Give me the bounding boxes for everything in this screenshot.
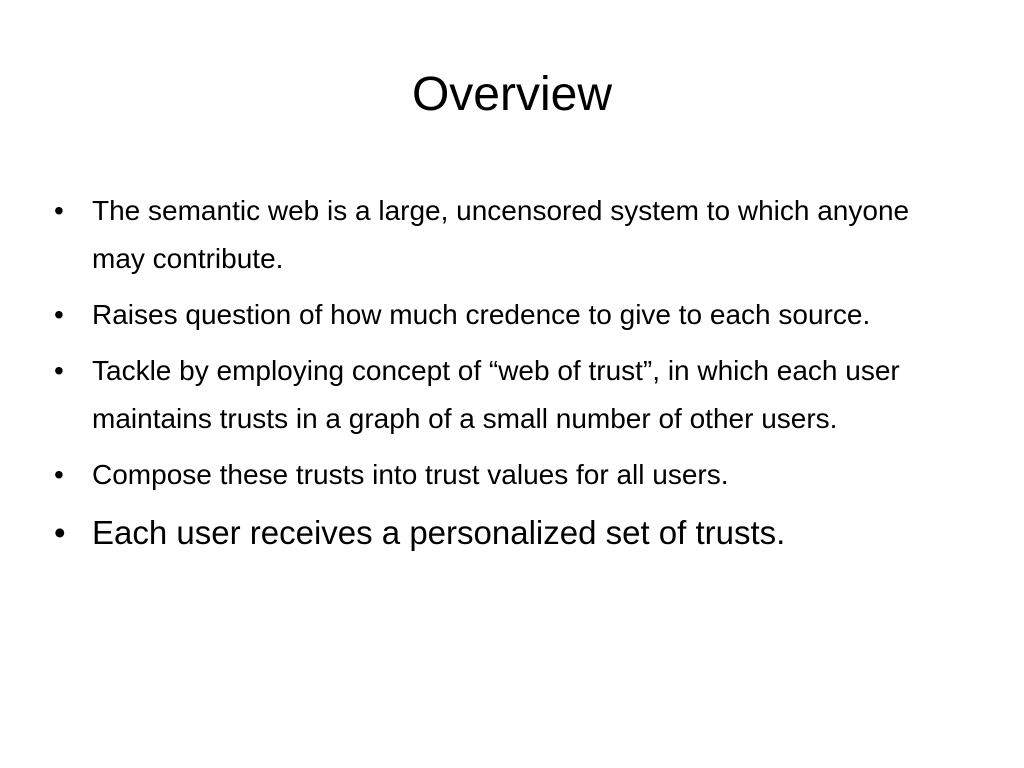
- bullet-icon: •: [54, 459, 64, 490]
- bullet-text: Tackle by employing concept of “web of t…: [92, 355, 900, 434]
- bullet-item: • Compose these trusts into trust values…: [54, 451, 954, 499]
- bullet-text: Raises question of how much credence to …: [92, 299, 871, 330]
- bullet-text: Each user receives a personalized set of…: [92, 514, 786, 551]
- bullet-icon: •: [54, 299, 64, 330]
- bullet-icon: •: [54, 514, 66, 551]
- bullet-icon: •: [54, 355, 64, 386]
- bullet-icon: •: [54, 195, 64, 226]
- bullet-text: The semantic web is a large, uncensored …: [92, 195, 910, 274]
- slide-title: Overview: [411, 68, 613, 121]
- bullet-item: • The semantic web is a large, uncensore…: [54, 187, 954, 283]
- bullet-item: • Each user receives a personalized set …: [54, 505, 954, 561]
- bullet-text: Compose these trusts into trust values f…: [92, 459, 729, 490]
- bullet-list: • The semantic web is a large, uncensore…: [54, 187, 954, 569]
- bullet-item: • Tackle by employing concept of “web of…: [54, 347, 954, 443]
- bullet-item: • Raises question of how much credence t…: [54, 291, 954, 339]
